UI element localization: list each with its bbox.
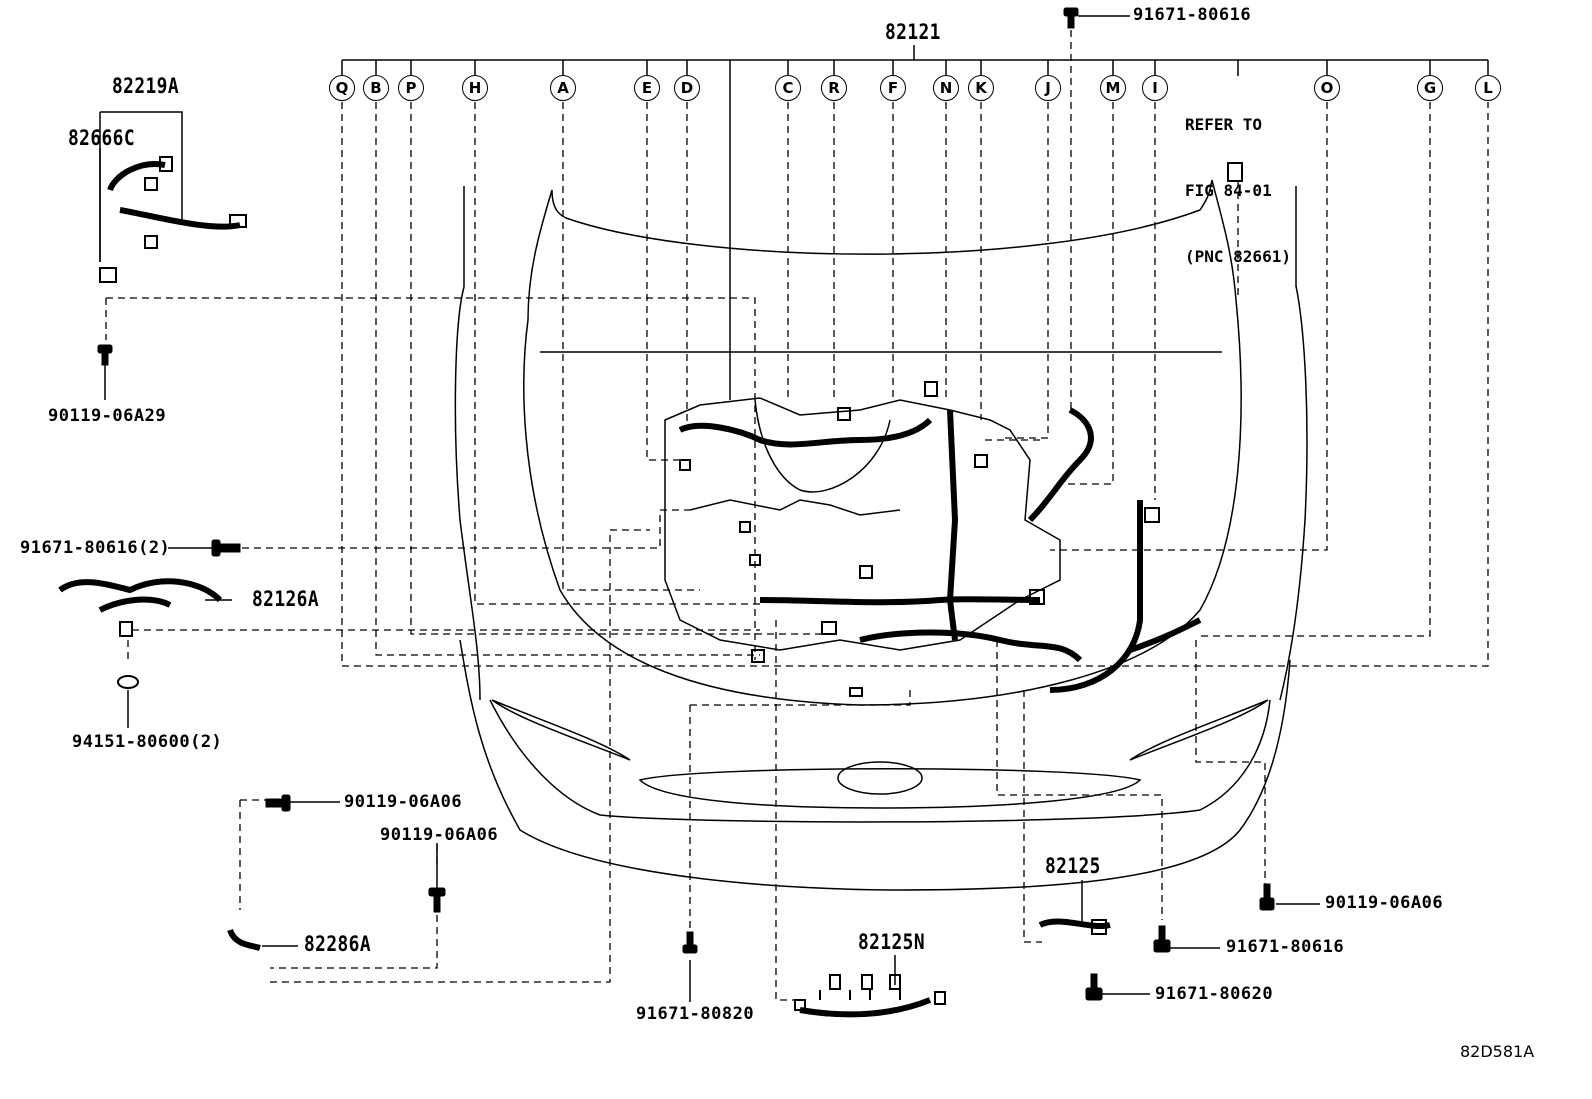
grille-outline <box>638 768 1142 809</box>
part-82666c: 82666C <box>68 126 136 150</box>
callout-b: B <box>363 75 389 101</box>
callout-o: O <box>1314 75 1340 101</box>
main-harness-label: 82121 <box>885 20 941 44</box>
callout-k: K <box>968 75 994 101</box>
part-82219a: 82219A <box>112 74 180 98</box>
callout-j: J <box>1035 75 1061 101</box>
part-82126a: 82126A <box>252 587 320 611</box>
emblem <box>837 761 923 795</box>
bolt-icon <box>97 344 113 366</box>
callout-c: C <box>775 75 801 101</box>
diagram-code: 82D581A <box>1460 1042 1535 1061</box>
part-91671-80620: 91671-80620 <box>1155 984 1274 1004</box>
part-90119-06a06-b: 90119-06A06 <box>380 825 499 845</box>
part-91671-80616-c: 91671-80616 <box>1226 937 1345 957</box>
bolt-icon <box>428 887 446 913</box>
bolt-icon <box>1259 883 1275 911</box>
part-82125: 82125 <box>1045 854 1101 878</box>
callout-i: I <box>1142 75 1168 101</box>
part-90119-06a06-a: 90119-06A06 <box>344 792 463 812</box>
callout-g: G <box>1417 75 1443 101</box>
part-91671-80616-top: 91671-80616 <box>1133 5 1252 25</box>
bumper-outline <box>459 639 1291 891</box>
callout-l: L <box>1475 75 1501 101</box>
part-90119-06a29: 90119-06A29 <box>48 406 167 426</box>
callout-h: H <box>462 75 488 101</box>
part-90119-06a06-c: 90119-06A06 <box>1325 893 1444 913</box>
reference-line-2: FIG 84-01 <box>1185 181 1272 200</box>
hood-outline <box>551 179 1213 255</box>
main-harness-bracket <box>341 59 1489 76</box>
callout-m: M <box>1100 75 1126 101</box>
bolt-icon <box>1153 925 1171 953</box>
callout-d: D <box>674 75 700 101</box>
part-82125n: 82125N <box>858 930 926 954</box>
bolt-icon <box>265 794 291 812</box>
callout-q: Q <box>329 75 355 101</box>
reference-line-3: (PNC 82661) <box>1185 247 1291 266</box>
part-91671-80616-2: 91671-80616(2) <box>20 538 171 558</box>
reference-line-1: REFER TO <box>1185 115 1263 134</box>
part-82286a: 82286A <box>304 932 372 956</box>
bolt-icon <box>1085 973 1103 1001</box>
callout-n: N <box>933 75 959 101</box>
bolt-icon <box>682 931 698 954</box>
bolt-icon <box>1063 7 1079 29</box>
part-94151-80600-2: 94151-80600(2) <box>72 732 223 752</box>
bolt-icon <box>117 675 139 689</box>
callout-r: R <box>821 75 847 101</box>
bolt-icon <box>211 539 241 557</box>
reference-note: REFER TO FIG 84-01 (PNC 82661) <box>1185 70 1291 290</box>
engine-outline <box>664 397 1061 651</box>
callout-a: A <box>550 75 576 101</box>
callout-p: P <box>398 75 424 101</box>
callout-e: E <box>634 75 660 101</box>
part-91671-80820: 91671-80820 <box>636 1004 755 1024</box>
callout-f: F <box>880 75 906 101</box>
